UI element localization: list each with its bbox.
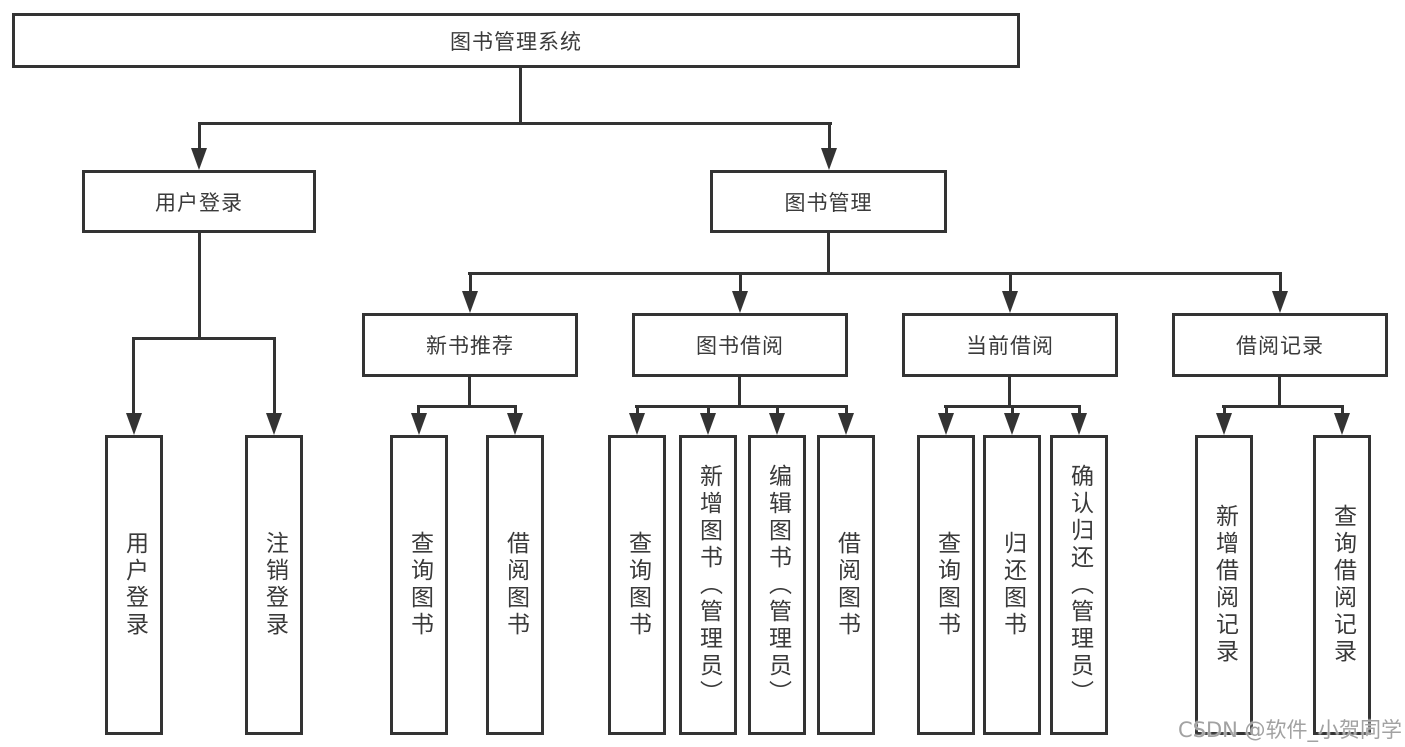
connector-vline	[945, 405, 948, 413]
connector-vline	[776, 405, 779, 413]
node-label: 图书管理系统	[450, 29, 582, 54]
leaf-label: 借阅图书	[502, 531, 529, 639]
connector-vline	[514, 405, 517, 413]
leaf-borrow-books: 借阅图书	[817, 435, 875, 735]
arrowhead-down-icon	[769, 413, 785, 435]
leaf-label: 借阅图书	[833, 531, 860, 639]
connector-vline	[827, 233, 830, 272]
node-new-book-recommend: 新书推荐	[362, 313, 578, 377]
arrowhead-down-icon	[838, 413, 854, 435]
connector-vline	[1278, 377, 1281, 405]
leaf-label: 查询图书	[406, 531, 433, 639]
arrowhead-down-icon	[462, 291, 478, 313]
connector-hline	[635, 405, 847, 408]
arrowhead-down-icon	[629, 413, 645, 435]
connector-vline	[417, 405, 420, 413]
node-user-login: 用户登录	[82, 170, 316, 233]
leaf-add-book-admin: 新增图书（管理员）	[679, 435, 737, 735]
leaf-label: 新增图书（管理员）	[695, 463, 722, 707]
connector-vline	[468, 377, 471, 405]
arrowhead-down-icon	[126, 413, 142, 435]
connector-hline	[132, 337, 276, 340]
arrowhead-down-icon	[938, 413, 954, 435]
arrowhead-down-icon	[1004, 413, 1020, 435]
leaf-label: 查询图书	[624, 531, 651, 639]
arrowhead-down-icon	[1272, 291, 1288, 313]
connector-vline	[1009, 272, 1012, 291]
connector-vline	[1011, 405, 1014, 413]
arrowhead-down-icon	[266, 413, 282, 435]
connector-vline	[519, 68, 522, 122]
node-book-management: 图书管理	[710, 170, 947, 233]
node-label: 当前借阅	[966, 334, 1054, 358]
leaf-label: 编辑图书（管理员）	[764, 463, 791, 707]
leaf-edit-book-admin: 编辑图书（管理员）	[748, 435, 806, 735]
leaf-user-login: 用户登录	[105, 435, 163, 735]
leaf-query-borrow-record: 查询借阅记录	[1313, 435, 1371, 735]
leaf-confirm-return-admin: 确认归还（管理员）	[1050, 435, 1108, 735]
connector-vline	[1223, 405, 1226, 413]
arrowhead-down-icon	[411, 413, 427, 435]
arrowhead-down-icon	[191, 148, 207, 170]
connector-vline	[738, 377, 741, 405]
connector-vline	[828, 122, 831, 148]
arrowhead-down-icon	[1002, 291, 1018, 313]
leaf-return-books: 归还图书	[983, 435, 1041, 735]
node-current-borrow: 当前借阅	[902, 313, 1118, 377]
node-label: 用户登录	[155, 190, 243, 215]
arrowhead-down-icon	[821, 148, 837, 170]
node-library-management-system: 图书管理系统	[12, 13, 1020, 68]
connector-vline	[845, 405, 848, 413]
arrowhead-down-icon	[700, 413, 716, 435]
connector-vline	[1078, 405, 1081, 413]
connector-vline	[1341, 405, 1344, 413]
arrowhead-down-icon	[1071, 413, 1087, 435]
node-label: 新书推荐	[426, 334, 514, 358]
connector-vline	[1279, 272, 1282, 291]
leaf-label: 确认归还（管理员）	[1066, 463, 1093, 707]
connector-vline	[1008, 377, 1011, 405]
connector-vline	[739, 272, 742, 291]
connector-hline	[417, 405, 517, 408]
connector-vline	[132, 337, 135, 413]
arrowhead-down-icon	[507, 413, 523, 435]
connector-vline	[707, 405, 710, 413]
connector-vline	[273, 337, 276, 413]
leaf-label: 用户登录	[121, 531, 148, 639]
connector-vline	[198, 233, 201, 337]
leaf-query-books-current: 查询图书	[917, 435, 975, 735]
leaf-label: 查询图书	[933, 531, 960, 639]
arrowhead-down-icon	[732, 291, 748, 313]
connector-vline	[198, 122, 201, 148]
leaf-add-borrow-record: 新增借阅记录	[1195, 435, 1253, 735]
leaf-label: 注销登录	[261, 531, 288, 639]
leaf-label: 查询借阅记录	[1329, 504, 1356, 666]
connector-vline	[636, 405, 639, 413]
node-label: 借阅记录	[1236, 334, 1324, 358]
arrowhead-down-icon	[1334, 413, 1350, 435]
leaf-query-books-borrow: 查询图书	[608, 435, 666, 735]
connector-hline	[198, 122, 832, 125]
arrowhead-down-icon	[1216, 413, 1232, 435]
connector-hline	[468, 272, 1282, 275]
watermark: CSDN @软件_小贺同学	[1178, 718, 1403, 742]
connector-hline	[1222, 405, 1344, 408]
node-borrow-records: 借阅记录	[1172, 313, 1388, 377]
node-book-borrow: 图书借阅	[632, 313, 848, 377]
node-label: 图书管理	[784, 190, 873, 215]
leaf-query-books-recommend: 查询图书	[390, 435, 448, 735]
leaf-label: 新增借阅记录	[1211, 504, 1238, 666]
leaf-label: 归还图书	[999, 531, 1026, 639]
leaf-logout: 注销登录	[245, 435, 303, 735]
leaf-borrow-books-recommend: 借阅图书	[486, 435, 544, 735]
connector-vline	[469, 272, 472, 291]
node-label: 图书借阅	[696, 334, 784, 358]
